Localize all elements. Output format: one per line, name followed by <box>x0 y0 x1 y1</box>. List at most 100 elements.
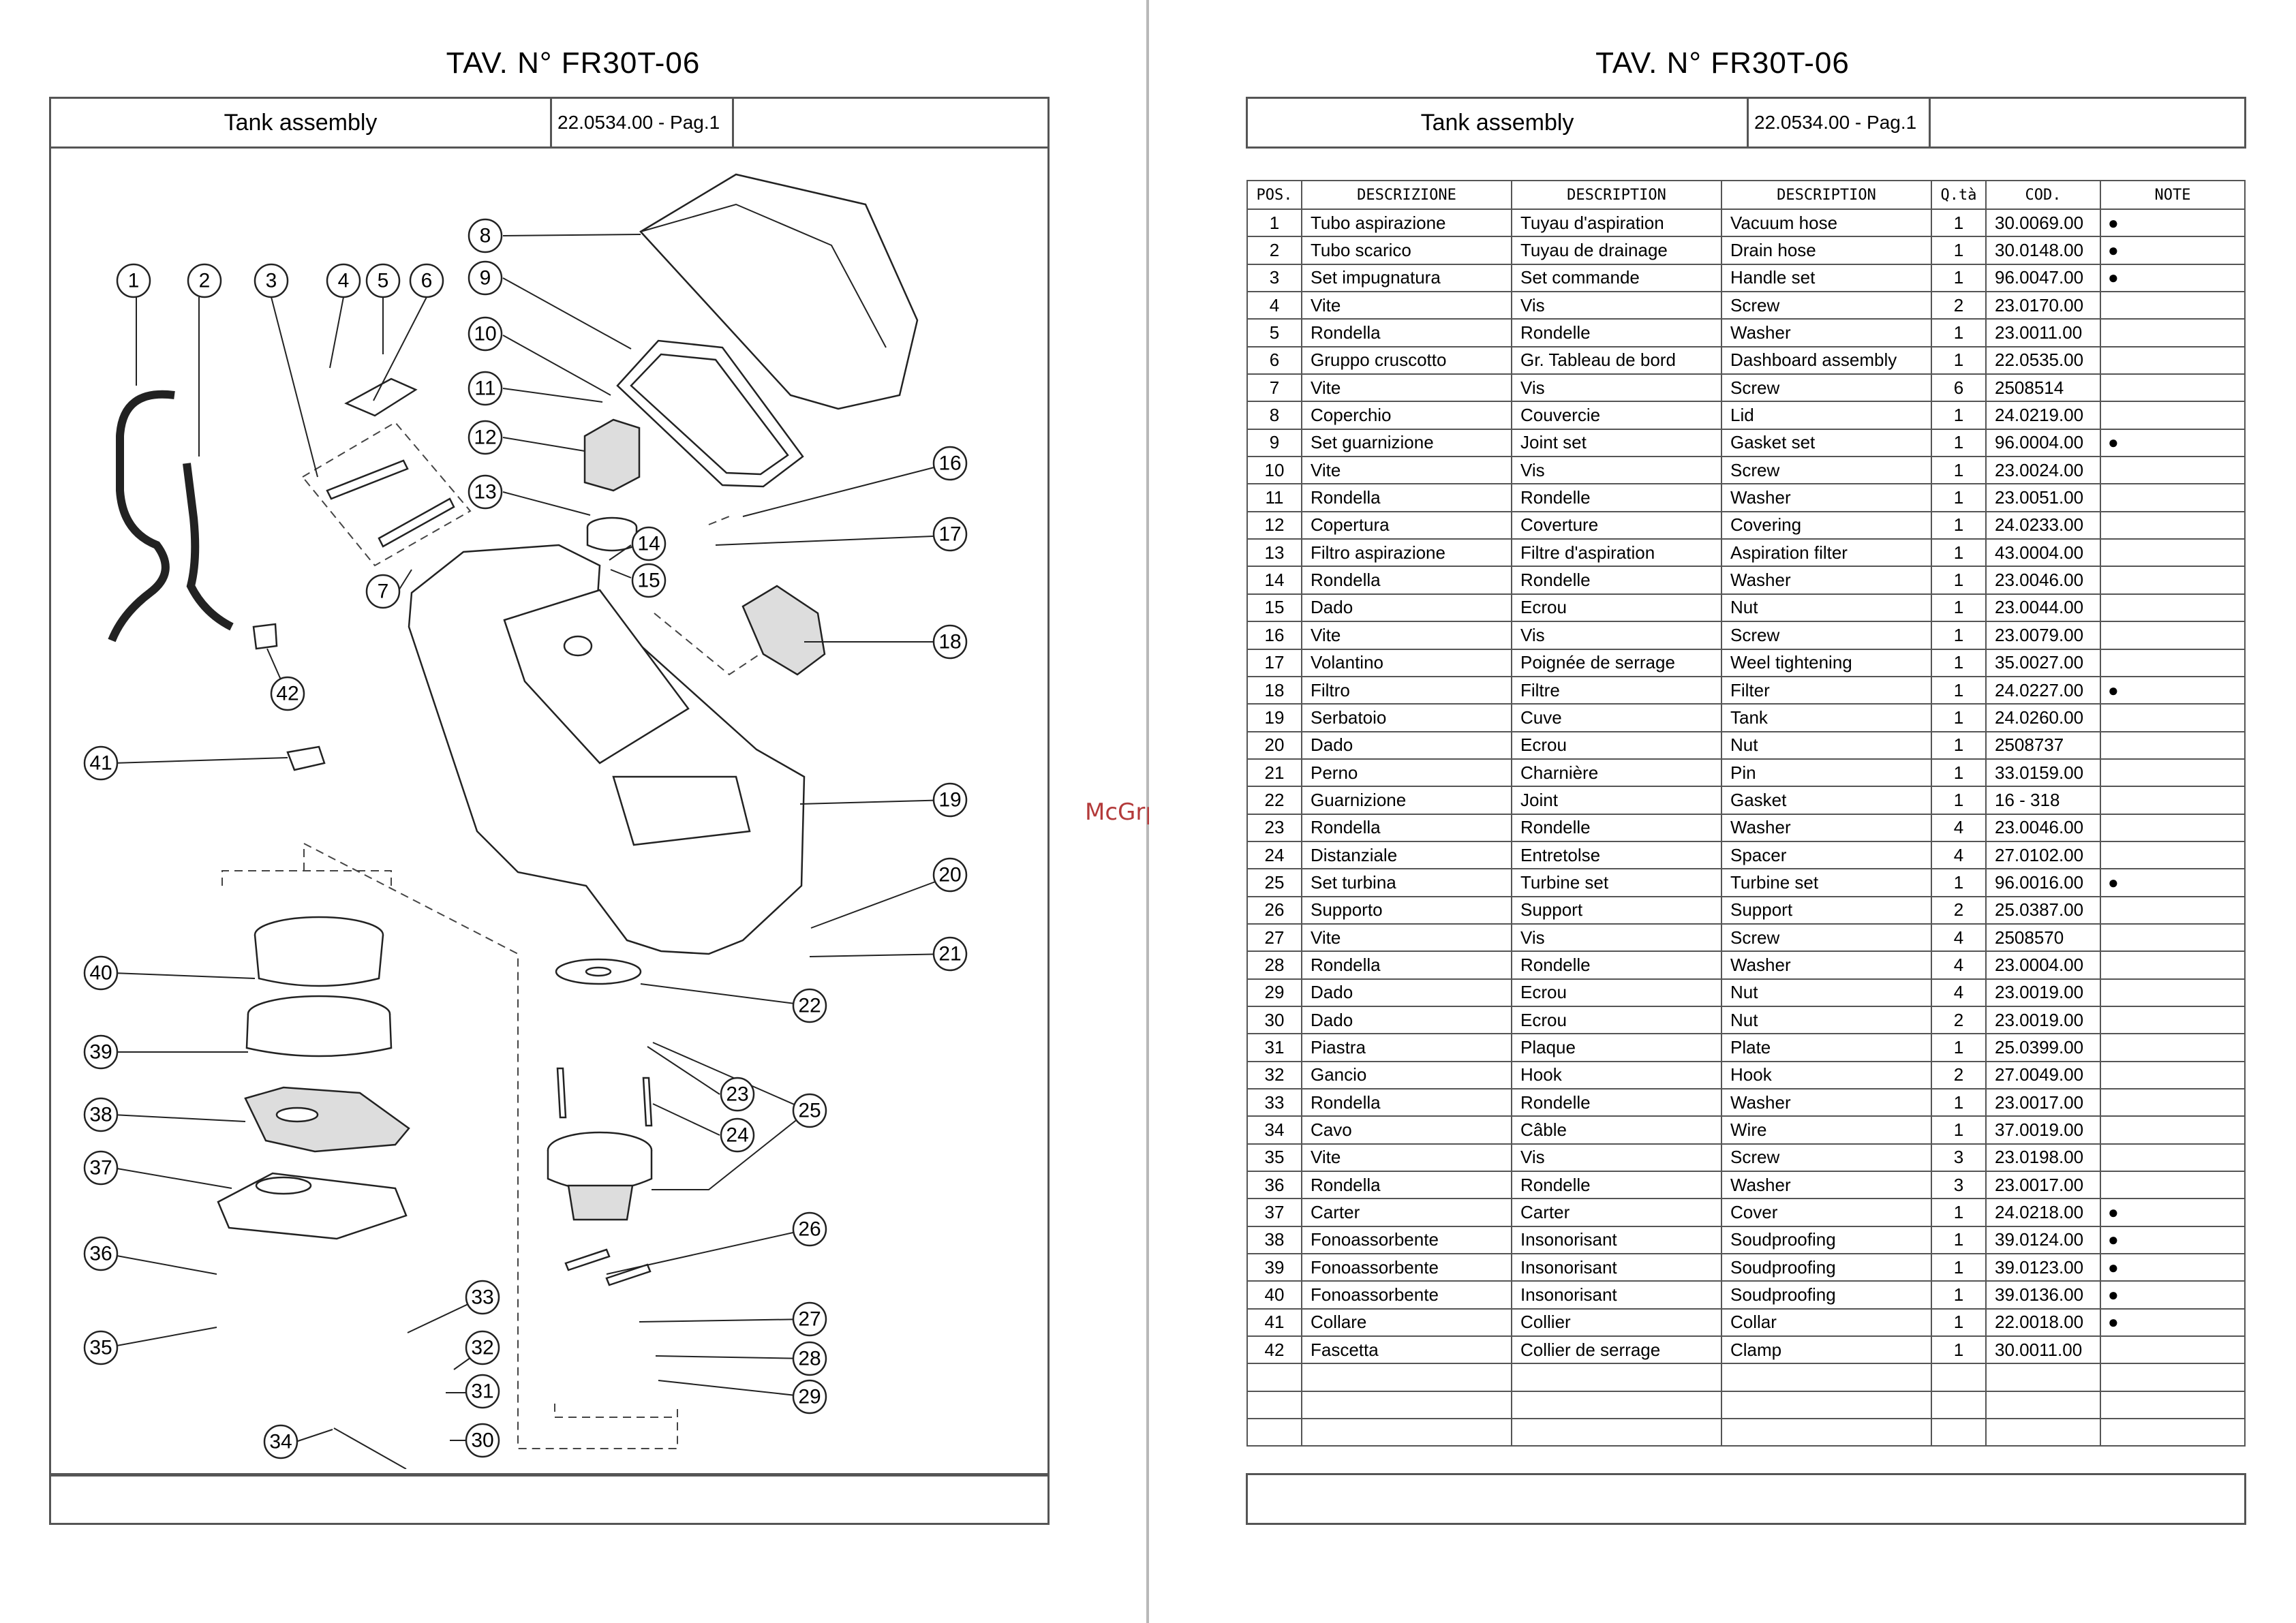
cell-pos: 2 <box>1246 236 1302 265</box>
cell-cod: 27.0102.00 <box>1985 840 2101 870</box>
svg-text:41: 41 <box>89 752 112 775</box>
cell-note: ● <box>2100 1225 2246 1255</box>
cell-description-fr: Câble <box>1511 1115 1722 1145</box>
callout-14: 14 <box>631 526 667 561</box>
cell-descrizione: Guarnizione <box>1301 786 1512 815</box>
cell-description-en: Screw <box>1721 291 1932 320</box>
svg-text:36: 36 <box>89 1243 112 1265</box>
callout-41: 41 <box>83 745 119 781</box>
cell-pos: 14 <box>1246 566 1302 595</box>
cell-description-fr: Vis <box>1511 373 1722 403</box>
col-header-description-fr: DESCRIPTION <box>1511 180 1722 210</box>
cell-description-en: Screw <box>1721 1143 1932 1173</box>
cell-descrizione: Dado <box>1301 1005 1512 1035</box>
cell-qty: 3 <box>1931 1143 1987 1173</box>
cell-note: ● <box>2100 208 2246 238</box>
svg-text:20: 20 <box>938 864 961 886</box>
svg-text:37: 37 <box>89 1157 112 1179</box>
cell-descrizione: Set impugnatura <box>1301 263 1512 293</box>
page-title: TAV. N° FR30T-06 <box>1595 46 1850 80</box>
cell-pos: 37 <box>1246 1198 1302 1227</box>
cell-qty: 1 <box>1931 868 1987 897</box>
cell-description-fr: Rondelle <box>1511 813 1722 842</box>
cell-cod: 2508514 <box>1985 373 2101 403</box>
cell-description-en: Washer <box>1721 566 1932 595</box>
col-header-note: NOTE <box>2100 180 2246 210</box>
cell-cod: 30.0148.00 <box>1985 236 2101 265</box>
cell-note <box>2100 1390 2246 1420</box>
cell-pos: 3 <box>1246 263 1302 293</box>
cell-descrizione: Vite <box>1301 621 1512 650</box>
callout-29: 29 <box>792 1379 827 1415</box>
cell-descrizione: Vite <box>1301 373 1512 403</box>
cell-description-fr: Insonorisant <box>1511 1280 1722 1310</box>
svg-text:19: 19 <box>938 789 961 812</box>
cell-qty: 1 <box>1931 1033 1987 1062</box>
cell-description-en: Vacuum hose <box>1721 208 1932 238</box>
cell-note <box>2100 1143 2246 1173</box>
cell-cod: 22.0535.00 <box>1985 345 2101 375</box>
cell-description-en <box>1721 1418 1932 1447</box>
cell-description-en: Soudproofing <box>1721 1280 1932 1310</box>
cell-description-en: Handle set <box>1721 263 1932 293</box>
svg-text:28: 28 <box>798 1348 821 1370</box>
cell-note <box>2100 1115 2246 1145</box>
footer-box <box>1246 1473 2246 1525</box>
cell-note <box>2100 1363 2246 1392</box>
cell-pos: 26 <box>1246 895 1302 925</box>
cell-qty: 4 <box>1931 813 1987 842</box>
svg-text:11: 11 <box>474 377 495 400</box>
filter-group-outline <box>654 516 771 676</box>
cell-cod: 23.0017.00 <box>1985 1171 2101 1200</box>
callout-37: 37 <box>83 1150 119 1186</box>
cell-description-fr: Support <box>1511 895 1722 925</box>
cell-description-fr: Insonorisant <box>1511 1225 1722 1255</box>
cell-pos: 39 <box>1246 1253 1302 1282</box>
callout-2: 2 <box>187 263 222 298</box>
col-header-cod: COD. <box>1985 180 2101 210</box>
cell-note <box>2100 621 2246 650</box>
support-2 <box>605 1263 652 1286</box>
cell-description-en: Turbine set <box>1721 868 1932 897</box>
table-row <box>1246 1418 2246 1447</box>
cell-descrizione: Cavo <box>1301 1115 1512 1145</box>
cell-pos <box>1246 1390 1302 1420</box>
cell-description-fr: Filtre <box>1511 675 1722 705</box>
cell-cod: 24.0233.00 <box>1985 510 2101 540</box>
cell-pos: 28 <box>1246 950 1302 980</box>
header-box: Tank assembly 22.0534.00 - Pag.1 <box>49 97 1050 149</box>
cell-description-en: Filter <box>1721 675 1932 705</box>
cell-description-en: Washer <box>1721 318 1932 347</box>
cell-note <box>2100 456 2246 485</box>
cell-cod: 23.0046.00 <box>1985 566 2101 595</box>
cell-cod: 39.0123.00 <box>1985 1253 2101 1282</box>
cell-note <box>2100 1005 2246 1035</box>
cell-qty: 1 <box>1931 648 1987 677</box>
cell-qty: 2 <box>1931 1005 1987 1035</box>
cell-descrizione: Distanziale <box>1301 840 1512 870</box>
cell-descrizione: Rondella <box>1301 318 1512 347</box>
cell-note <box>2100 978 2246 1007</box>
svg-text:22: 22 <box>798 995 821 1017</box>
svg-text:16: 16 <box>938 452 961 475</box>
cell-description-en: Screw <box>1721 373 1932 403</box>
svg-text:2: 2 <box>199 270 211 292</box>
cell-note <box>2100 1335 2246 1365</box>
cell-description-en: Screw <box>1721 456 1932 485</box>
callout-13: 13 <box>468 474 503 510</box>
cell-pos: 16 <box>1246 621 1302 650</box>
cell-description-en: Hook <box>1721 1060 1932 1090</box>
cell-pos: 18 <box>1246 675 1302 705</box>
cell-descrizione: Vite <box>1301 291 1512 320</box>
callout-38: 38 <box>83 1097 119 1132</box>
callout-42: 42 <box>270 676 305 711</box>
svg-text:3: 3 <box>266 270 277 292</box>
cell-description-fr: Charnière <box>1511 758 1722 788</box>
